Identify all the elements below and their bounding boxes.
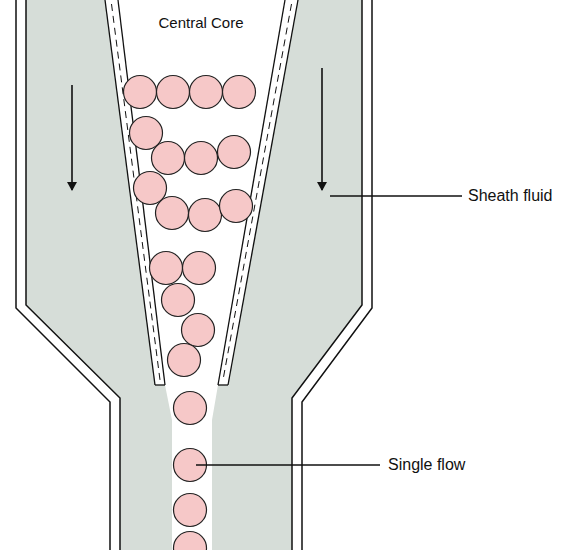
cell: [183, 252, 216, 285]
cell: [168, 344, 201, 377]
outer-wall: [302, 0, 372, 550]
outer-wall: [16, 0, 110, 550]
core-label: Central Core: [158, 14, 243, 32]
flow-label: Single flow: [388, 455, 465, 474]
cell: [220, 190, 253, 223]
flow-arrow: [71, 85, 73, 190]
inner-tube-end: [155, 384, 165, 385]
cell: [182, 314, 215, 347]
cell: [189, 199, 222, 232]
outer-wall: [26, 0, 120, 550]
cell: [185, 142, 218, 175]
cell: [223, 76, 256, 109]
sheath-fluid-region: [26, 0, 362, 550]
cell: [174, 392, 207, 425]
cell: [157, 76, 190, 109]
cell: [190, 76, 223, 109]
inner-tube-wall: [218, 0, 298, 385]
cell: [124, 76, 157, 109]
cell: [218, 136, 251, 169]
cell: [174, 494, 207, 527]
sheath-label: Sheath fluid: [468, 186, 553, 205]
inner-tube-end: [218, 384, 228, 385]
flow-arrow: [321, 68, 323, 190]
cell: [150, 252, 183, 285]
leader-line: [330, 195, 462, 196]
cell: [152, 142, 185, 175]
cell: [162, 284, 195, 317]
cell: [174, 532, 207, 550]
cell: [156, 197, 189, 230]
inner-tube-edge: [218, 0, 285, 385]
leader-line: [196, 464, 380, 465]
